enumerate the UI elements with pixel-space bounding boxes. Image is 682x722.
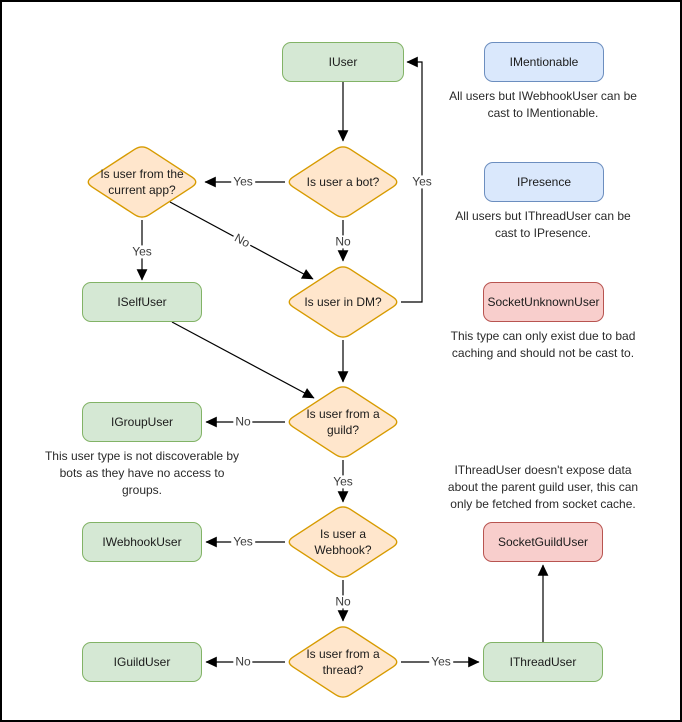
node-iguilduser: IGuildUser xyxy=(82,642,202,682)
node-iguilduser-label: IGuildUser xyxy=(113,655,171,669)
note-igroupuser: This user type is not discoverable by bo… xyxy=(44,449,240,497)
edge-label-yes-bot-to-currentapp: Yes xyxy=(231,174,255,189)
node-iwebhookuser-label: IWebhookUser xyxy=(102,535,182,549)
edge-label-no-thread-to-iguild: No xyxy=(233,654,253,669)
node-iselfuser-label: ISelfUser xyxy=(117,295,167,309)
edge-label-no-guild-to-group: No xyxy=(233,414,253,429)
node-imentionable-label: IMentionable xyxy=(509,55,579,69)
node-socketguilduser-label: SocketGuildUser xyxy=(497,535,589,549)
edge-label-yes-webhook-to-iwebhook: Yes xyxy=(231,534,255,549)
node-ipresence: IPresence xyxy=(484,162,604,202)
note-socketunknownuser: This type can only exist due to bad cach… xyxy=(450,329,636,360)
edge-label-no-webhook-to-thread: No xyxy=(333,594,353,609)
node-ipresence-label: IPresence xyxy=(516,175,572,189)
decision-is-dm-label: Is user in DM? xyxy=(304,294,382,309)
edge-label-yes-currentapp-to-self: Yes xyxy=(130,244,154,259)
edge-label-no-bot-to-dm: No xyxy=(333,234,353,249)
node-socketunknownuser: SocketUnknownUser xyxy=(483,282,604,322)
decision-is-bot-label: Is user a bot? xyxy=(306,174,380,189)
edge-label-yes-dm-to-iuser: Yes xyxy=(410,174,434,189)
node-iselfuser: ISelfUser xyxy=(82,282,202,322)
node-iwebhookuser: IWebhookUser xyxy=(82,522,202,562)
node-iuser: IUser xyxy=(282,42,404,82)
node-imentionable: IMentionable xyxy=(484,42,604,82)
edge-label-yes-guild-to-webhook: Yes xyxy=(331,474,355,489)
node-ithreaduser: IThreadUser xyxy=(483,642,603,682)
node-socketunknownuser-label: SocketUnknownUser xyxy=(487,295,600,309)
node-igroupuser: IGroupUser xyxy=(82,402,202,442)
node-igroupuser-label: IGroupUser xyxy=(110,415,174,429)
decision-is-current-app-label: Is user from the current app? xyxy=(100,166,184,197)
decision-is-guild-label: Is user from a guild? xyxy=(306,406,380,437)
edge-label-yes-thread-to-ithread: Yes xyxy=(429,654,453,669)
node-socketguilduser: SocketGuildUser xyxy=(483,522,603,562)
note-imentionable: All users but IWebhookUser can be cast t… xyxy=(449,89,637,120)
node-ithreaduser-label: IThreadUser xyxy=(509,655,577,669)
decision-is-webhook-label: Is user a Webhook? xyxy=(314,526,372,557)
node-iuser-label: IUser xyxy=(328,55,358,69)
decision-is-thread-label: Is user from a thread? xyxy=(306,646,380,677)
edge-iselfuser-to-isguild xyxy=(171,321,315,399)
note-ipresence: All users but IThreadUser can be cast to… xyxy=(455,209,631,240)
note-ithreaduser: IThreadUser doesn't expose data about th… xyxy=(447,463,639,511)
